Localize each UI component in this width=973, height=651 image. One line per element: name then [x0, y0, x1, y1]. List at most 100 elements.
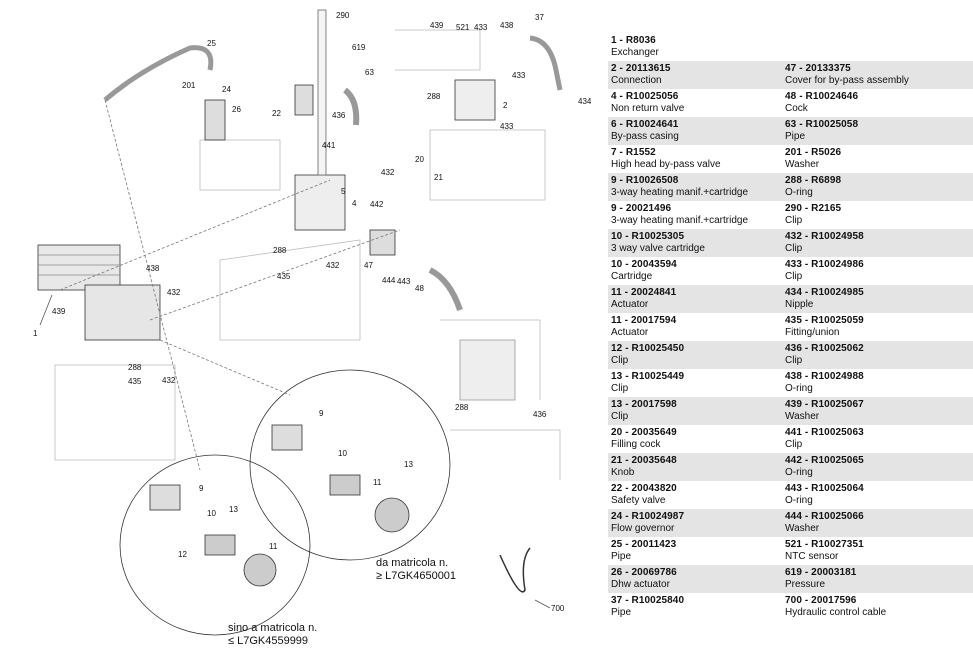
- callout-2: 2: [503, 101, 508, 110]
- part-code: 7 - R1552: [611, 147, 656, 158]
- part-code: 11 - 20017594: [611, 315, 677, 326]
- part-code: 4 - R10025056: [611, 91, 679, 102]
- part-code: 290 - R2165: [785, 203, 842, 214]
- note-after-line2: ≥ L7GK4650001: [376, 570, 456, 582]
- callout-436: 436: [533, 410, 547, 419]
- part-code: 10 - 20043594: [611, 259, 677, 270]
- part-name: NTC sensor: [785, 551, 839, 562]
- part-name: Flow governor: [611, 523, 675, 534]
- callout-9: 9: [199, 484, 204, 493]
- part-code: 22 - 20043820: [611, 483, 677, 494]
- part-code: 436 - R10025062: [785, 343, 864, 354]
- callout-436: 436: [332, 111, 346, 120]
- part-code: 438 - R10024988: [785, 371, 864, 382]
- part-code: 432 - R10024958: [785, 231, 864, 242]
- part-name: Exchanger: [611, 47, 659, 58]
- part-code: 13 - R10025449: [611, 371, 685, 382]
- part-name: Hydraulic control cable: [785, 607, 887, 618]
- part-code: 439 - R10025067: [785, 399, 864, 410]
- part-code: 433 - R10024986: [785, 259, 864, 270]
- part-name: 3-way heating manif.+cartridge: [611, 215, 749, 226]
- part-name: Clip: [785, 243, 803, 254]
- part-code: 9 - 20021496: [611, 203, 672, 214]
- part-entry-right: [782, 33, 973, 61]
- part-code: 12 - R10025450: [611, 343, 685, 354]
- callout-21: 21: [434, 173, 443, 182]
- part-name: Clip: [785, 439, 803, 450]
- part-name: O-ring: [785, 187, 813, 198]
- part-code: 521 - R10027351: [785, 539, 864, 550]
- callout-435: 435: [128, 377, 142, 386]
- part-name: Actuator: [611, 299, 649, 310]
- part-code: 201 - R5026: [785, 147, 842, 158]
- callout-443: 443: [397, 277, 411, 286]
- callout-439: 439: [430, 21, 444, 30]
- callout-10: 10: [338, 449, 347, 458]
- note-after-serial: da matricola n. ≥ L7GK4650001: [376, 557, 456, 582]
- part-code: 441 - R10025063: [785, 427, 864, 438]
- note-before-line2: ≤ L7GK4559999: [228, 635, 308, 647]
- part-name: Pipe: [611, 551, 632, 562]
- part-name: Clip: [611, 411, 629, 422]
- callout-22: 22: [272, 109, 281, 118]
- callout-10: 10: [207, 509, 216, 518]
- part-name: Clip: [785, 271, 803, 282]
- part-name: Safety valve: [611, 495, 666, 506]
- part-name: Washer: [785, 411, 820, 422]
- part-code: 26 - 20069786: [611, 567, 677, 578]
- callout-432: 432: [162, 376, 176, 385]
- part-name: High head by-pass valve: [611, 159, 721, 170]
- callout-700: 700: [551, 604, 565, 613]
- part-code: 20 - 20035649: [611, 427, 677, 438]
- part-code: 21 - 20035648: [611, 455, 677, 466]
- part-code: 47 - 20133375: [785, 63, 851, 74]
- callout-12: 12: [178, 550, 187, 559]
- part-code: 48 - R10024646: [785, 91, 859, 102]
- callout-1: 1: [33, 329, 38, 338]
- part-code: 2 - 20113615: [611, 63, 671, 74]
- part-name: O-ring: [785, 495, 813, 506]
- callout-25: 25: [207, 39, 216, 48]
- part-code: 700 - 20017596: [785, 595, 857, 606]
- callout-432: 432: [381, 168, 395, 177]
- callout-37: 37: [535, 13, 544, 22]
- callout-288: 288: [128, 363, 142, 372]
- callout-9: 9: [319, 409, 324, 418]
- part-name: Fitting/union: [785, 327, 840, 338]
- part-name: 3-way heating manif.+cartridge: [611, 187, 749, 198]
- part-name: O-ring: [785, 383, 813, 394]
- callout-432: 432: [167, 288, 181, 297]
- callout-290: 290: [336, 11, 350, 20]
- part-code: 11 - 20024841: [611, 287, 677, 298]
